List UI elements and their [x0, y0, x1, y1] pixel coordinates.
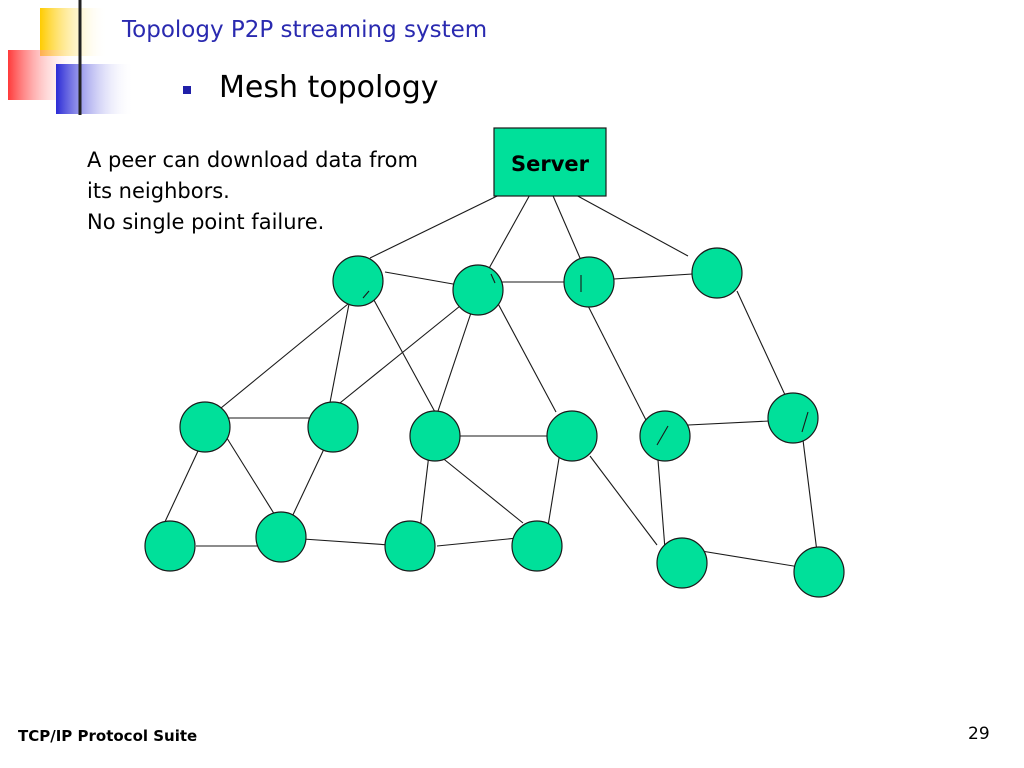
decor-blue-square [56, 64, 134, 114]
edge [589, 455, 658, 546]
edge [209, 303, 349, 418]
edge [657, 459, 666, 550]
edge [362, 290, 370, 299]
description-line: A peer can download data from [87, 148, 418, 172]
edge [368, 290, 436, 413]
footer-label: TCP/IP Protocol Suite [18, 727, 198, 745]
description: A peer can download data from its neighb… [87, 145, 418, 238]
page-number: 29 [968, 724, 990, 744]
edge [801, 411, 809, 433]
title-decoration [8, 0, 1000, 115]
edge [329, 301, 466, 412]
edge [486, 181, 538, 273]
bullet-marker [183, 85, 191, 94]
edge [490, 273, 496, 284]
peer-node [307, 401, 359, 453]
peer-node [793, 546, 845, 598]
edge [736, 290, 793, 411]
peer-node [563, 256, 615, 308]
description-line: No single point failure. [87, 210, 325, 234]
edges [162, 179, 819, 571]
bullet-item: Mesh topology [183, 70, 439, 105]
edge [434, 451, 524, 524]
description-line: its neighbors. [87, 179, 230, 203]
edge [801, 431, 818, 553]
peer-link-ticks [362, 273, 809, 446]
peer-node [384, 520, 436, 572]
peer-node [255, 511, 307, 563]
peer-node [546, 410, 598, 462]
edge [224, 434, 284, 529]
decor-yellow-square [40, 8, 108, 56]
peer-node [639, 410, 691, 462]
peer-node [144, 520, 196, 572]
peer-node [767, 392, 819, 444]
server-box [493, 127, 607, 197]
edge [656, 425, 669, 446]
peer-node [656, 537, 708, 589]
peer-node [409, 410, 461, 462]
edge [326, 303, 350, 419]
edge [580, 291, 651, 429]
edge [547, 445, 562, 527]
peer-node [179, 401, 231, 453]
peer-node [511, 520, 563, 572]
edge [494, 297, 557, 413]
edge [434, 294, 478, 421]
peer-node [332, 255, 384, 307]
bullet-text: Mesh topology [219, 70, 439, 105]
peer-node [691, 247, 743, 299]
peer-node [452, 264, 504, 316]
slide-title: Topology P2P streaming system [122, 17, 488, 43]
peers [144, 247, 845, 598]
edge [597, 272, 709, 281]
server-label: Server [511, 152, 590, 176]
